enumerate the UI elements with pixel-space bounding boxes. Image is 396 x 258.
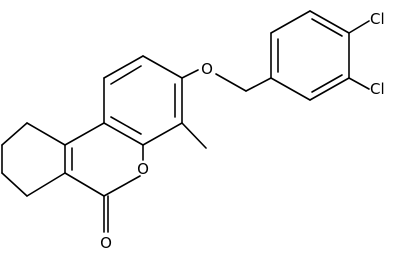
c-cl-bond-upper xyxy=(348,20,370,34)
cyclohexene-ring xyxy=(1,122,66,197)
ch2-o-bond xyxy=(215,73,247,92)
c-cl-bond-lower xyxy=(348,77,370,90)
benzo-ring xyxy=(103,55,183,146)
methyl-bond xyxy=(181,122,207,149)
ether-oxygen-label: O xyxy=(201,60,213,78)
carbonyl-oxygen-label: O xyxy=(100,234,112,252)
chlorine-label-upper: Cl xyxy=(370,10,385,28)
ch2-ring-bond xyxy=(245,77,272,92)
pyranone-ring xyxy=(64,122,144,233)
o-aryl-bond xyxy=(181,69,199,79)
dichlorophenyl-ring xyxy=(270,10,350,101)
chlorine-label-lower: Cl xyxy=(370,80,385,98)
ring-oxygen-label: O xyxy=(137,160,149,178)
